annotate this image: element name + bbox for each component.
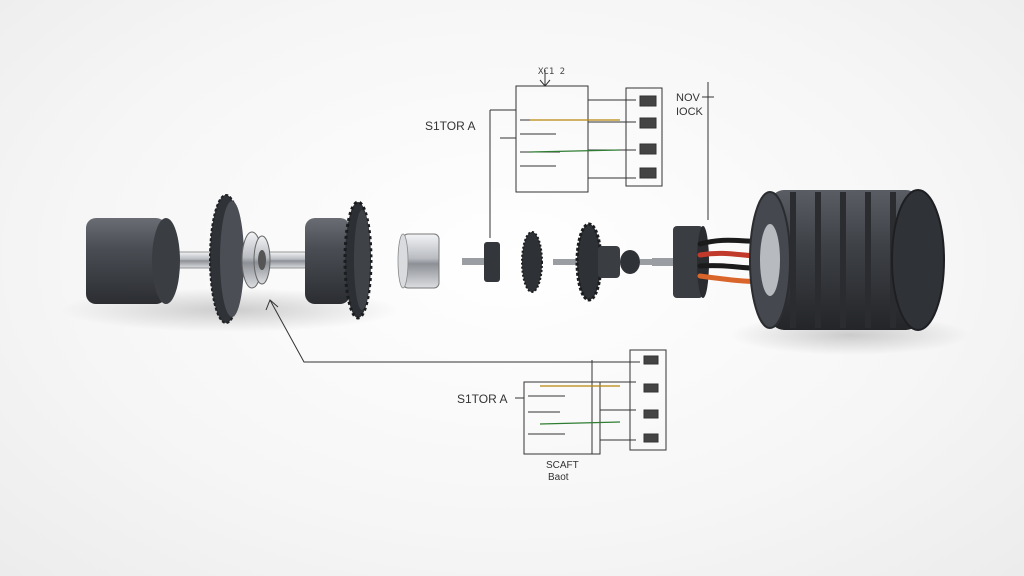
- top-stator-label: S1TOR A: [425, 119, 475, 133]
- top-right-label-1: NOV: [676, 92, 701, 104]
- steel-sleeve: [397, 233, 440, 289]
- rotor-cylinder: [305, 218, 350, 304]
- gear-disc: [209, 194, 244, 324]
- small-hub: [462, 242, 500, 282]
- bottom-stator-label: S1TOR A: [457, 392, 507, 406]
- bottom-schematic-colored-wires: [539, 385, 621, 425]
- bearing: [241, 231, 271, 289]
- top-schematic-colored-wires: [529, 119, 621, 153]
- connector-block: [652, 226, 709, 298]
- bottom-schematic: [265, 299, 667, 455]
- motor-housing: [749, 189, 945, 331]
- bottom-caption-2: Baot: [548, 472, 569, 483]
- top-schematic-header: XC1 2: [538, 67, 565, 77]
- top-right-label-2: IOCK: [676, 106, 704, 118]
- left-end-cap: [86, 218, 180, 304]
- bottom-caption-1: SCAFT: [546, 460, 579, 471]
- toothed-gear-with-bolt: [553, 222, 658, 302]
- flat-gear: [521, 231, 543, 293]
- toothed-wheel: [343, 200, 373, 320]
